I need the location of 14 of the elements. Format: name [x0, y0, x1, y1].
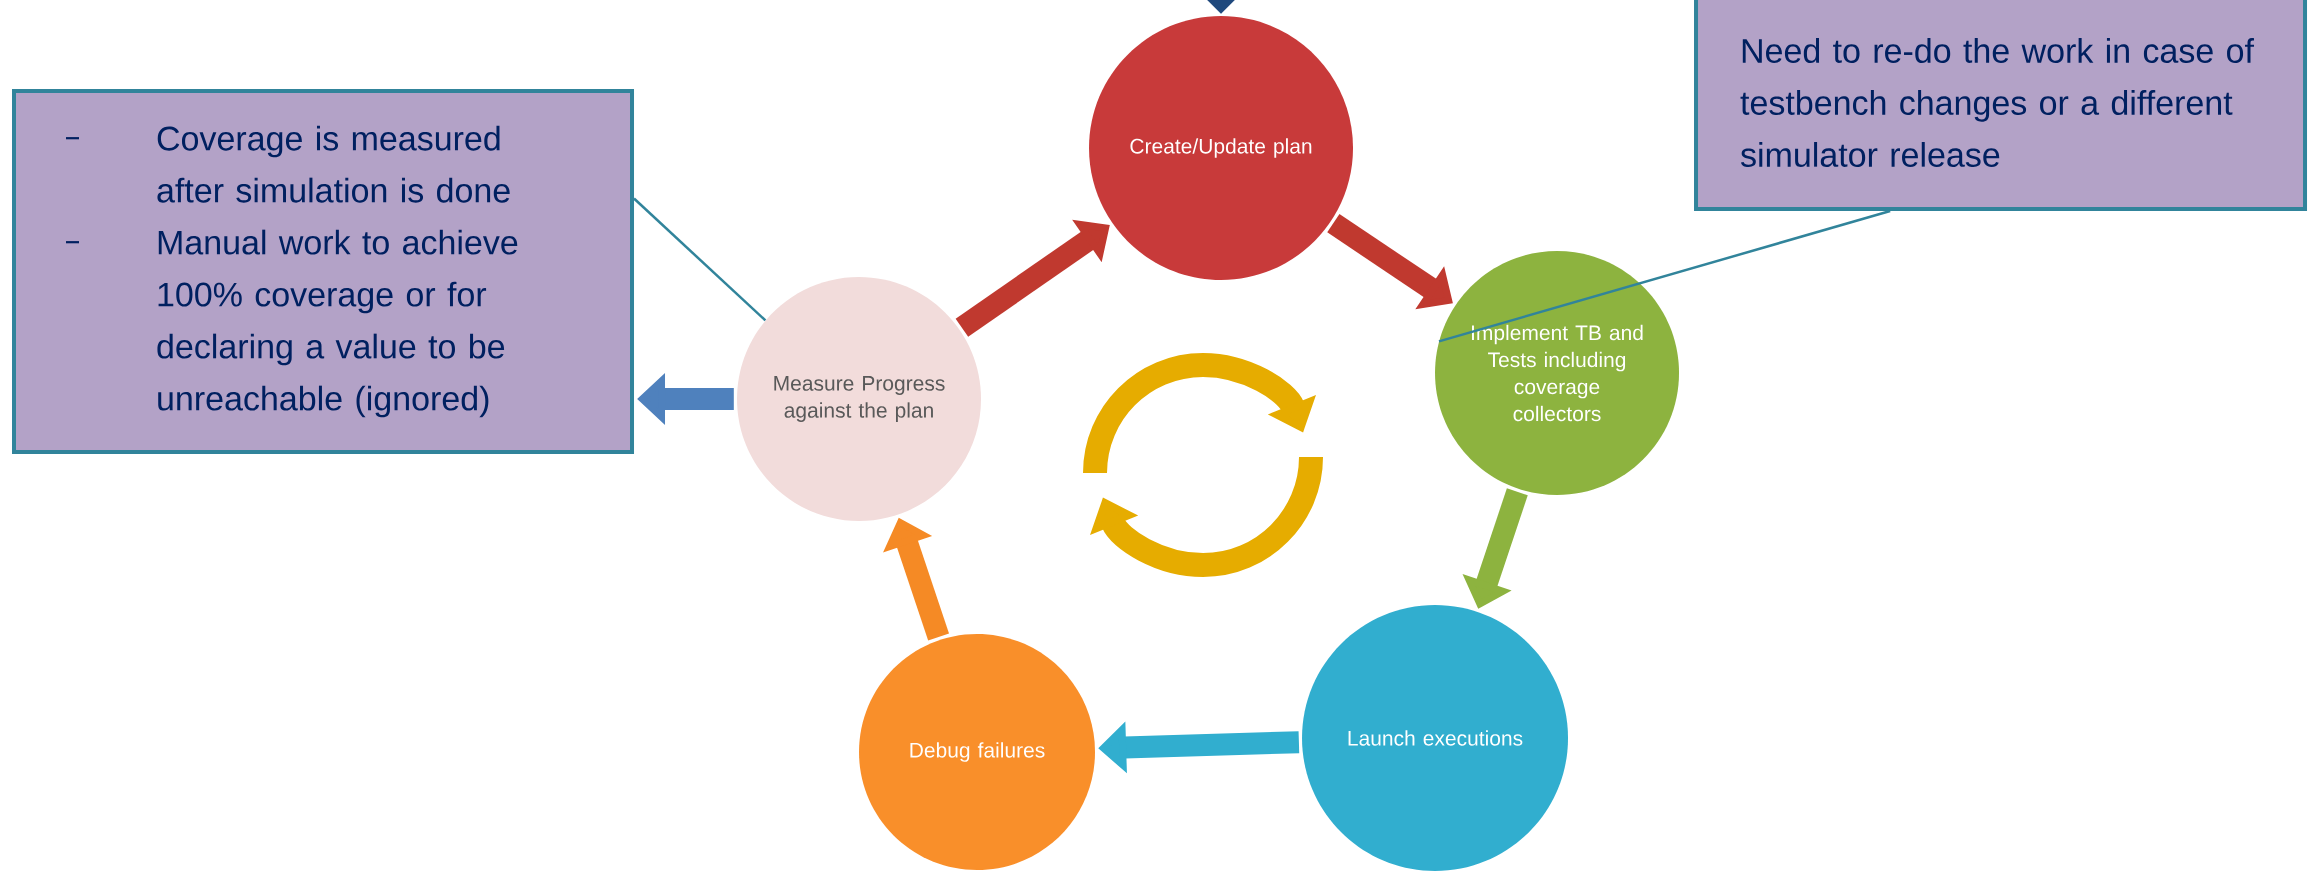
- note-box: [12, 89, 634, 454]
- note-text: Need to re-do the work in case of testbench changes or a different simulator release: [1740, 38, 2254, 167]
- circle-step: Launch executions: [1302, 605, 1568, 871]
- note-box: [1694, 0, 2308, 211]
- bullet-text: Coverage is measured after simulation is done: [157, 125, 510, 203]
- leader-line: [1438, 209, 1891, 343]
- block-arrow: [1207, 0, 1235, 14]
- circle-step: Implement TB and Tests including coverage collectors: [1435, 251, 1679, 495]
- circle-step: Debug failures: [859, 634, 1095, 870]
- bullet-text: Manual work to achieve 100% coverage or for declaring a value to be unreachable (ignored): [157, 229, 518, 418]
- circle-step: Measure Progress against the plan: [737, 277, 981, 521]
- circle-step: Create/Update plan: [1089, 16, 1353, 280]
- block-arrow: [955, 219, 1110, 337]
- leader-line: [633, 197, 767, 322]
